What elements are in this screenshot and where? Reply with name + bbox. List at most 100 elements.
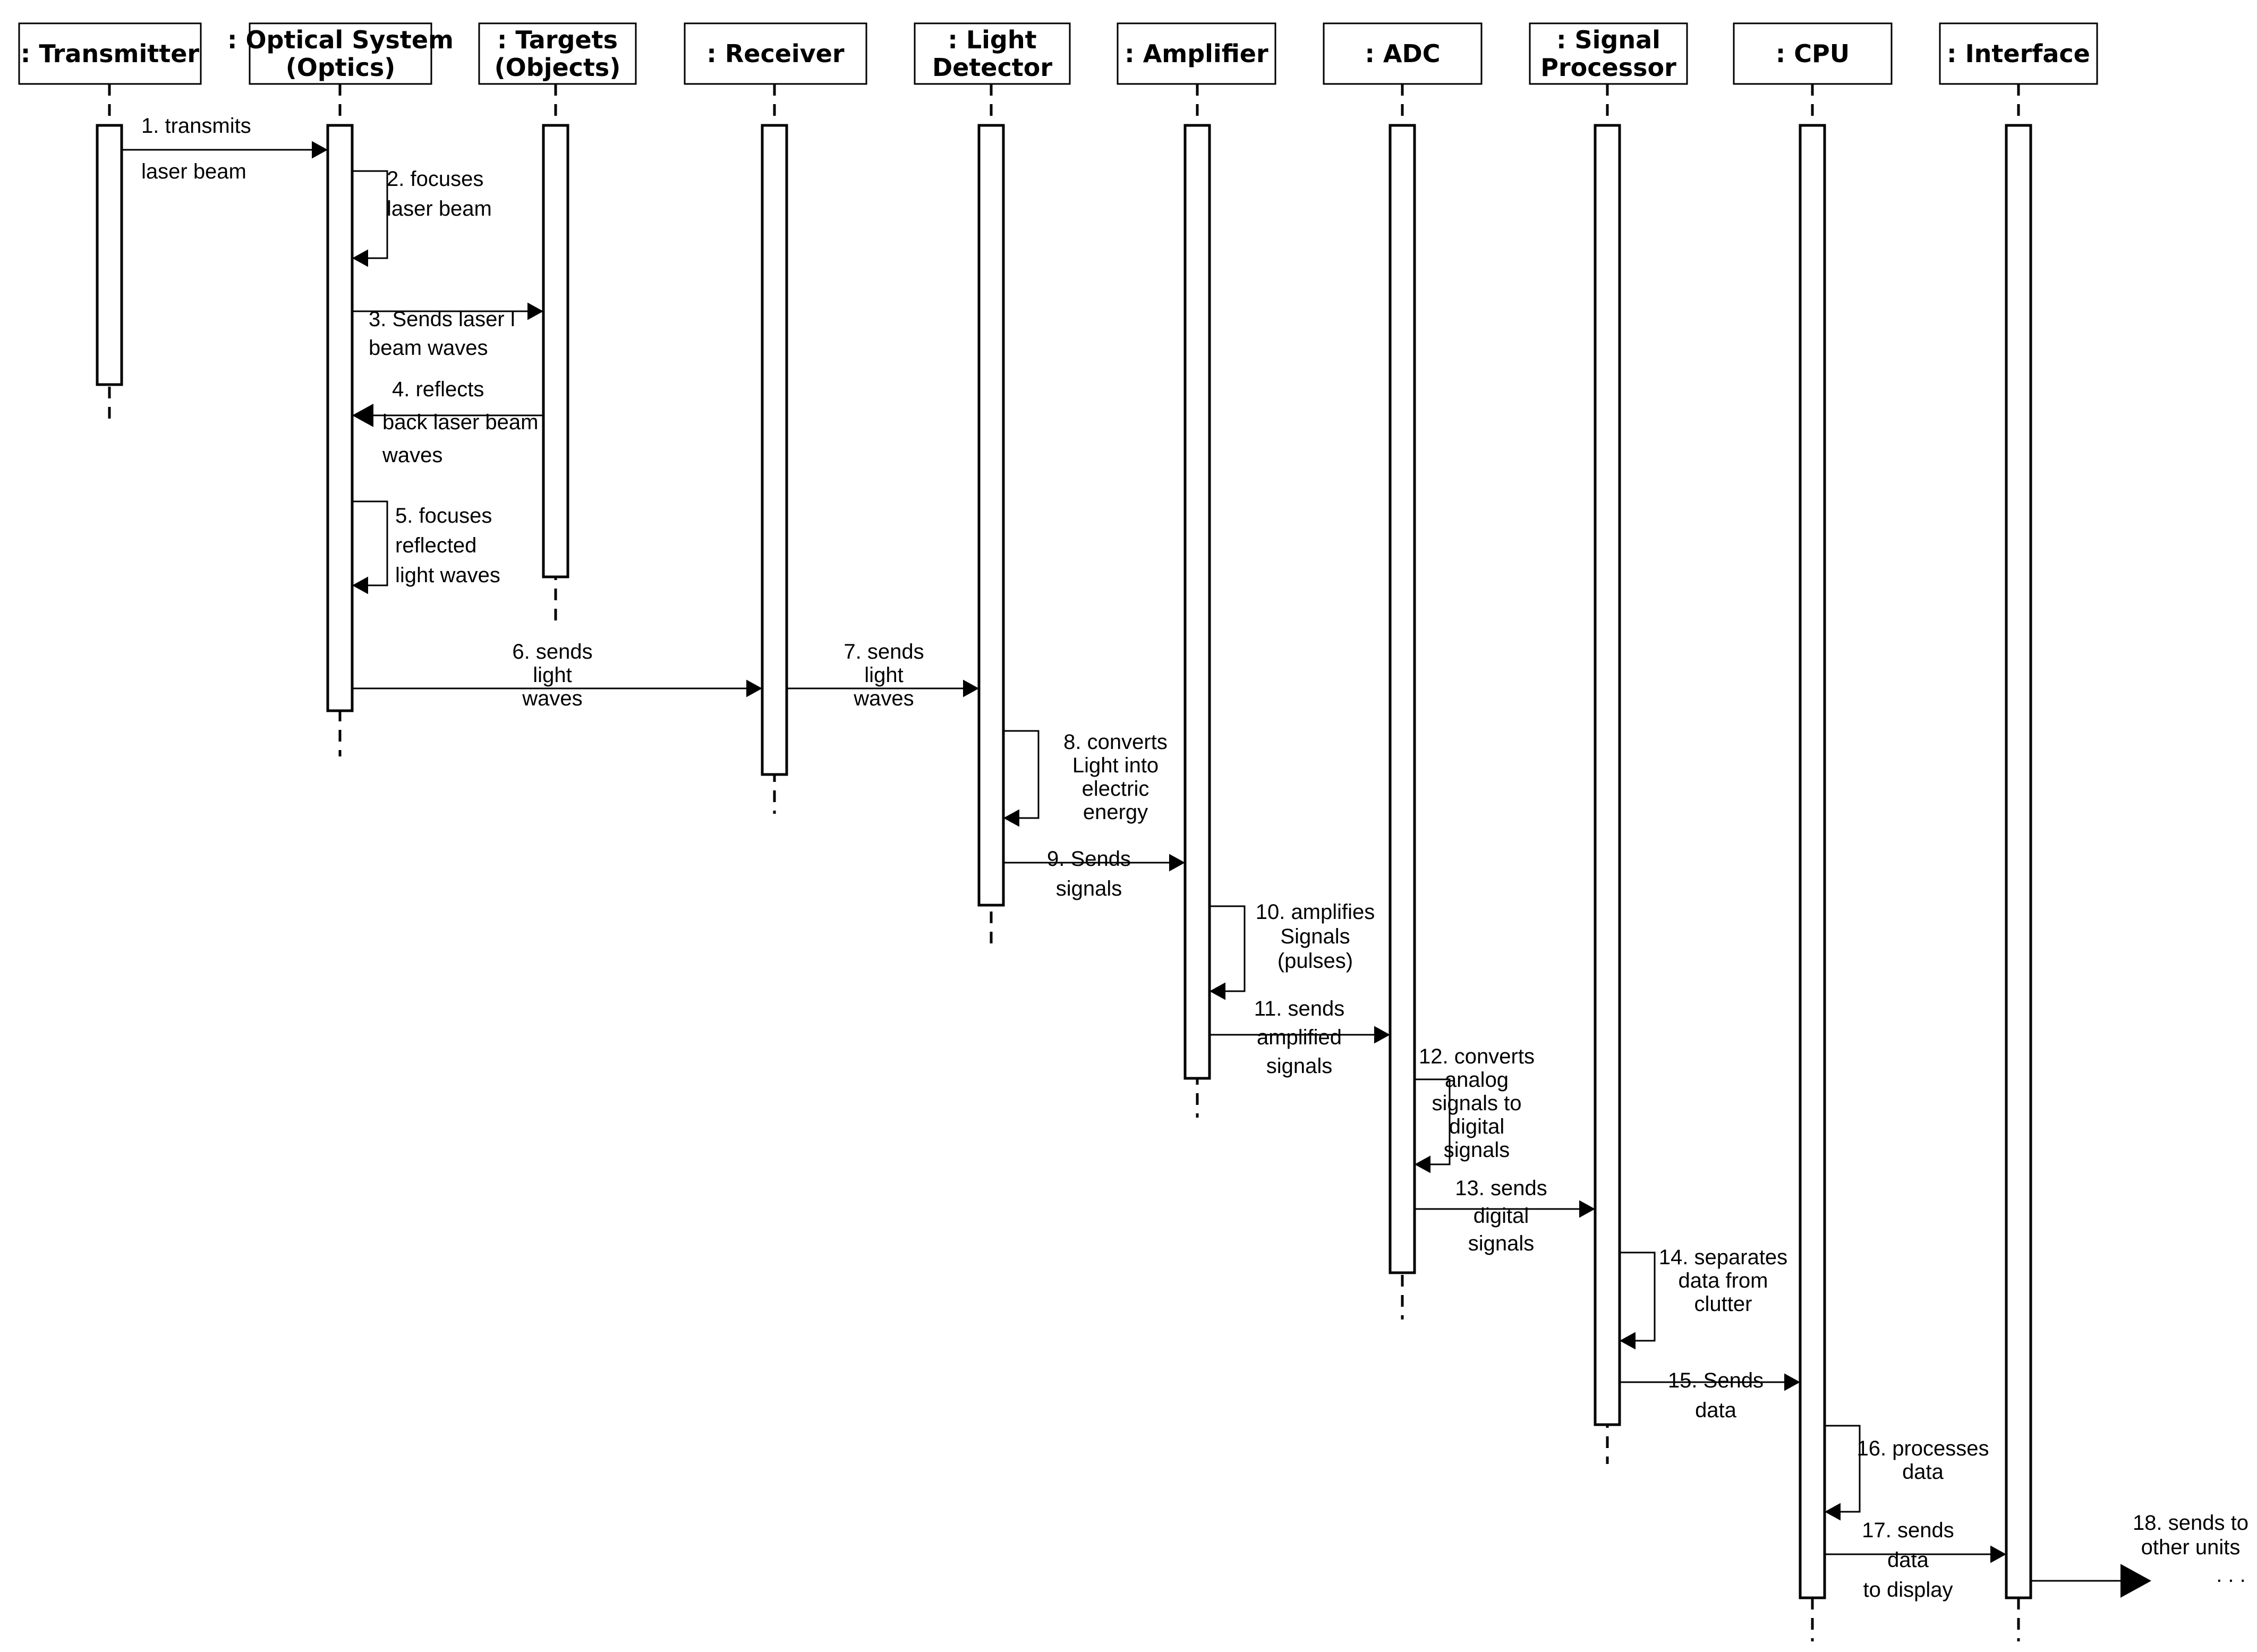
activation-bars [96, 124, 2032, 1599]
message-6 [352, 679, 762, 697]
message-label: laser beam [141, 160, 246, 183]
message-label: 15. Sends [1668, 1369, 1764, 1392]
message-label: 17. sends [1862, 1519, 1954, 1542]
participant-label: : Targets [497, 25, 618, 54]
arrowhead [1415, 1155, 1430, 1173]
message-label: 16. processes [1856, 1437, 1989, 1460]
message-label: light [533, 663, 572, 687]
activation-adc [1389, 124, 1416, 1274]
arrowhead [2120, 1564, 2151, 1598]
message-label: 8. converts [1063, 730, 1168, 754]
message-label: 3. Sends laser l [369, 308, 515, 331]
message-label: reflected [395, 534, 476, 557]
participant-label: : Optical System [227, 25, 454, 54]
message-label: 2. focuses [387, 167, 483, 191]
message-8 [1003, 730, 1040, 827]
message-label: 7. sends [844, 640, 924, 663]
activation-amplifier [1183, 124, 1211, 1080]
message-label: Light into [1072, 754, 1159, 777]
arrowhead [1990, 1545, 2006, 1563]
message-label: clutter [1694, 1292, 1752, 1316]
message-11 [1210, 1026, 1390, 1044]
message-4 [352, 404, 543, 427]
message-label: electric [1082, 777, 1149, 801]
message-label: data from [1679, 1269, 1768, 1292]
participant-interface: : Interface [1939, 22, 2098, 85]
message-7 [787, 679, 979, 697]
self-message-line [1003, 730, 1040, 819]
activation-processor [1594, 124, 1621, 1426]
arrowhead [527, 302, 543, 320]
message-label: amplified [1257, 1026, 1342, 1049]
participant-box [1939, 22, 2098, 85]
participant-receiver: : Receiver [684, 22, 867, 85]
participant-box [249, 22, 432, 85]
arrowhead [1784, 1373, 1800, 1391]
participant-amplifier: : Amplifier [1117, 22, 1276, 85]
arrowhead [1579, 1200, 1595, 1218]
message-label: to display [1863, 1578, 1953, 1602]
message-14 [1620, 1251, 1656, 1350]
message-10 [1210, 905, 1246, 1000]
message-label: digital [1449, 1115, 1505, 1138]
message-label: digital [1474, 1204, 1529, 1228]
arrowhead [312, 141, 328, 159]
participant-label: : CPU [1776, 39, 1850, 68]
arrowhead [352, 576, 368, 594]
participant-box [684, 22, 867, 85]
message-label: back laser beam [382, 411, 538, 434]
message-label: data [1902, 1460, 1944, 1484]
participant-targets: : Targets(Objects) [478, 22, 637, 85]
self-message-line [1415, 1078, 1451, 1165]
message-label: signals [1056, 877, 1122, 900]
message-label: signals [1444, 1138, 1510, 1162]
participant-label: (Optics) [286, 53, 395, 82]
message-13 [1415, 1200, 1595, 1218]
participant-label: : ADC [1365, 39, 1441, 68]
self-message-line [1620, 1251, 1656, 1342]
message-1 [122, 141, 328, 159]
self-message-line [352, 500, 388, 586]
message-3 [352, 302, 543, 320]
messages [122, 141, 2151, 1598]
message-label: 12. converts [1419, 1045, 1535, 1068]
message-18 [2031, 1564, 2151, 1598]
participant-optics: : Optical System(Optics) [227, 22, 454, 85]
participant-label: : Signal [1556, 25, 1660, 54]
arrowhead [1003, 809, 1019, 827]
message-label: waves [382, 444, 442, 467]
message-label: analog [1445, 1068, 1509, 1092]
participant-label: : Amplifier [1125, 39, 1268, 68]
arrowhead [352, 249, 368, 267]
arrowhead [963, 679, 979, 697]
message-5 [352, 500, 388, 594]
activation-cpu [1799, 124, 1826, 1599]
message-label: 11. sends [1254, 997, 1345, 1020]
activation-transmitter [96, 124, 123, 386]
message-16 [1825, 1425, 1861, 1521]
participant-label: Detector [932, 53, 1052, 82]
message-label: (pulses) [1277, 949, 1353, 973]
participant-label: : Interface [1947, 39, 2090, 68]
message-15 [1620, 1373, 1800, 1391]
participant-box [1117, 22, 1276, 85]
participant-label: (Objects) [495, 53, 621, 82]
activation-interface [2005, 124, 2032, 1599]
arrowhead [352, 404, 373, 427]
participant-transmitter: : Transmitter [18, 22, 202, 85]
activation-detector [977, 124, 1005, 907]
activation-optics [326, 124, 354, 712]
self-message-line [1825, 1425, 1861, 1513]
message-label: signals [1266, 1054, 1333, 1078]
participant-adc: : ADC [1323, 22, 1483, 85]
participants: : Transmitter : Optical System(Optics) : T… [18, 22, 2098, 85]
activation-receiver [761, 124, 788, 776]
continuation-dots: . . . [2216, 1563, 2246, 1587]
message-label: signals [1468, 1232, 1535, 1255]
arrowhead [1210, 982, 1225, 1000]
message-2 [352, 170, 388, 267]
